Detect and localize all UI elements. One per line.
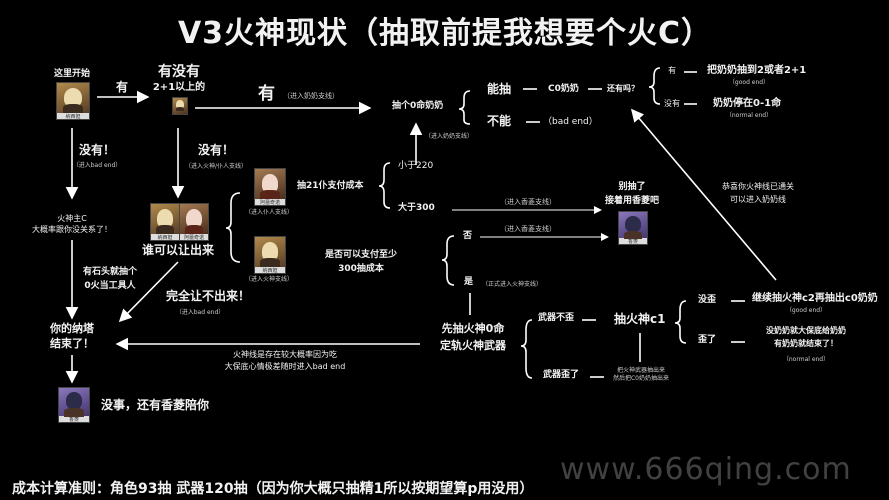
has-option: 有 <box>668 66 676 75</box>
who-can-yield: 谁可以让出来 <box>141 243 215 257</box>
watermark: www.666qing.com <box>560 452 852 487</box>
fire-bad-note-sub: 大保底心情极差随时进入bad end <box>224 362 346 371</box>
no-option: 否 <box>463 231 473 241</box>
draw21-cost: 抽21仆支付成本 <box>297 181 364 191</box>
stone-note: 有石头就抽个 <box>82 267 138 277</box>
congrats: 恭喜你火神线已通关 <box>722 182 794 191</box>
footer-cost-rule: 成本计算准则：角色93抽 武器120抽（因为你大概只抽精1所以按期望算p用没用） <box>12 481 534 497</box>
draw-c1: 抽火神c1 <box>614 312 666 326</box>
nahida-portrait: 纳西妲 <box>56 82 90 120</box>
lost-option: 歪了 <box>698 335 717 345</box>
weapon-ok: 武器不歪 <box>538 313 575 323</box>
portrait-tag: 阿蕾奇诺 <box>180 233 208 240</box>
arlecchino-portrait-pair: 阿蕾奇诺 <box>179 203 209 241</box>
portrait-tag: 纳西妲 <box>151 233 179 240</box>
enter-xiangling-note: （进入香菱支线） <box>500 198 556 206</box>
xiangling-company: 没事，还有香菱陪你 <box>101 398 210 412</box>
mavuika-branch-note: （进入火神支线） <box>244 276 294 283</box>
congrats-sub: 可以进入奶奶线 <box>730 195 786 204</box>
normal-end-label: （normal end） <box>725 112 773 119</box>
portrait-tag: 阿蕾奇诺 <box>255 198 285 205</box>
start-label: 这里开始 <box>53 69 91 79</box>
nahida-portrait-small <box>172 97 188 115</box>
arlecchino-branch-note: （进入仆人支线） <box>244 209 294 216</box>
good-result: 把奶奶抽到2或者2+1 <box>707 65 807 76</box>
normal-end-label-2: （normal end） <box>782 356 830 363</box>
portrait-tag: 纳西妲 <box>57 112 89 119</box>
yes-option: 是 <box>464 277 474 287</box>
stop-drawing: 别抽了 <box>618 182 646 192</box>
nahida-portrait-pair: 纳西妲 <box>150 203 180 241</box>
continue-c2: 继续抽火神c2再抽出c0奶奶 <box>752 293 878 304</box>
still-have: 还有吗？ <box>607 84 639 93</box>
c0-nahida: C0奶奶 <box>548 84 579 94</box>
cannot-yield: 完全让不出来！ <box>165 289 251 303</box>
more-300: 大于300 <box>398 203 435 213</box>
no-lose-option: 没歪 <box>698 295 717 305</box>
question-has: 有没有 <box>158 64 200 80</box>
portrait-tag: 香菱 <box>619 238 647 244</box>
weapon-lost: 武器歪了 <box>543 370 580 380</box>
cannot-draw: 不能 <box>487 114 512 128</box>
left-no: 没有！ <box>78 143 116 157</box>
edge-has-label: 有 <box>116 80 129 94</box>
stop-drawing-sub: 接着用香菱吧 <box>604 196 660 206</box>
enter-nahida-branch-note: （进入奶奶支线） <box>425 133 474 140</box>
mid-no: 没有！ <box>197 143 235 157</box>
weapon-lost-note: 把火神武器抽出来 <box>616 367 666 374</box>
less-220: 小于220 <box>398 161 434 171</box>
good-end-label-2: （good end） <box>785 307 827 314</box>
fire-main-c: 火神主C <box>57 214 87 223</box>
xiangling-portrait: 香菱 <box>618 211 648 245</box>
portrait-tag: 香菱 <box>59 415 89 422</box>
stone-note-sub: 0火当工具人 <box>84 281 136 291</box>
fire-main-c-sub: 大概率跟你没关系了！ <box>32 225 112 234</box>
left-no-note: （进入bad end） <box>72 162 122 169</box>
draw-c0-nahida: 抽个0命奶奶 <box>392 101 444 111</box>
edge-has-big: 有 <box>258 84 275 104</box>
portrait-tag: 纳西妲 <box>255 266 285 273</box>
yes-note: （正式进入火神支线） <box>482 281 543 288</box>
weapon-lost-note-sub: 然后把C0奶奶抽出来 <box>612 375 670 382</box>
bad-end-label: （bad end） <box>543 117 598 127</box>
xiangling-portrait-bottom: 香菱 <box>58 387 90 423</box>
enter-xiangling-note-2: （进入香菱支线） <box>500 225 556 233</box>
can-pay: 是否可以支付至少 <box>324 250 398 260</box>
edge-has-note: （进入奶奶支线） <box>283 92 339 100</box>
natlan-end-sub: 结束了！ <box>50 337 94 350</box>
good-end-label: （good end） <box>728 79 770 86</box>
diagram-title: V3火神现状（抽取前提我想要个火C） <box>177 16 713 51</box>
can-pay-sub: 300抽成本 <box>338 264 384 274</box>
mavuika-portrait: 纳西妲 <box>254 236 286 274</box>
fallback-sub: 有奶奶就结束了！ <box>774 339 838 348</box>
fallback: 没奶奶就大保底给奶奶 <box>766 326 846 335</box>
question-has-sub: 2+1以上的 <box>152 82 206 93</box>
arlecchino-portrait: 阿蕾奇诺 <box>254 168 286 206</box>
has-none-option: 没有 <box>664 99 680 108</box>
mid-no-note: （进入火神/仆人支线） <box>184 163 248 170</box>
normal-result: 奶奶停在0-1命 <box>713 98 782 109</box>
natlan-end: 你的纳塔 <box>50 322 94 335</box>
first-draw: 先抽火神0命 <box>441 322 505 335</box>
first-draw-sub: 定轨火神武器 <box>440 339 506 352</box>
can-draw: 能抽 <box>487 82 512 96</box>
fire-bad-note: 火神线是存在较大概率因为吃 <box>233 350 337 359</box>
cannot-yield-note: （进入bad end） <box>175 309 225 316</box>
